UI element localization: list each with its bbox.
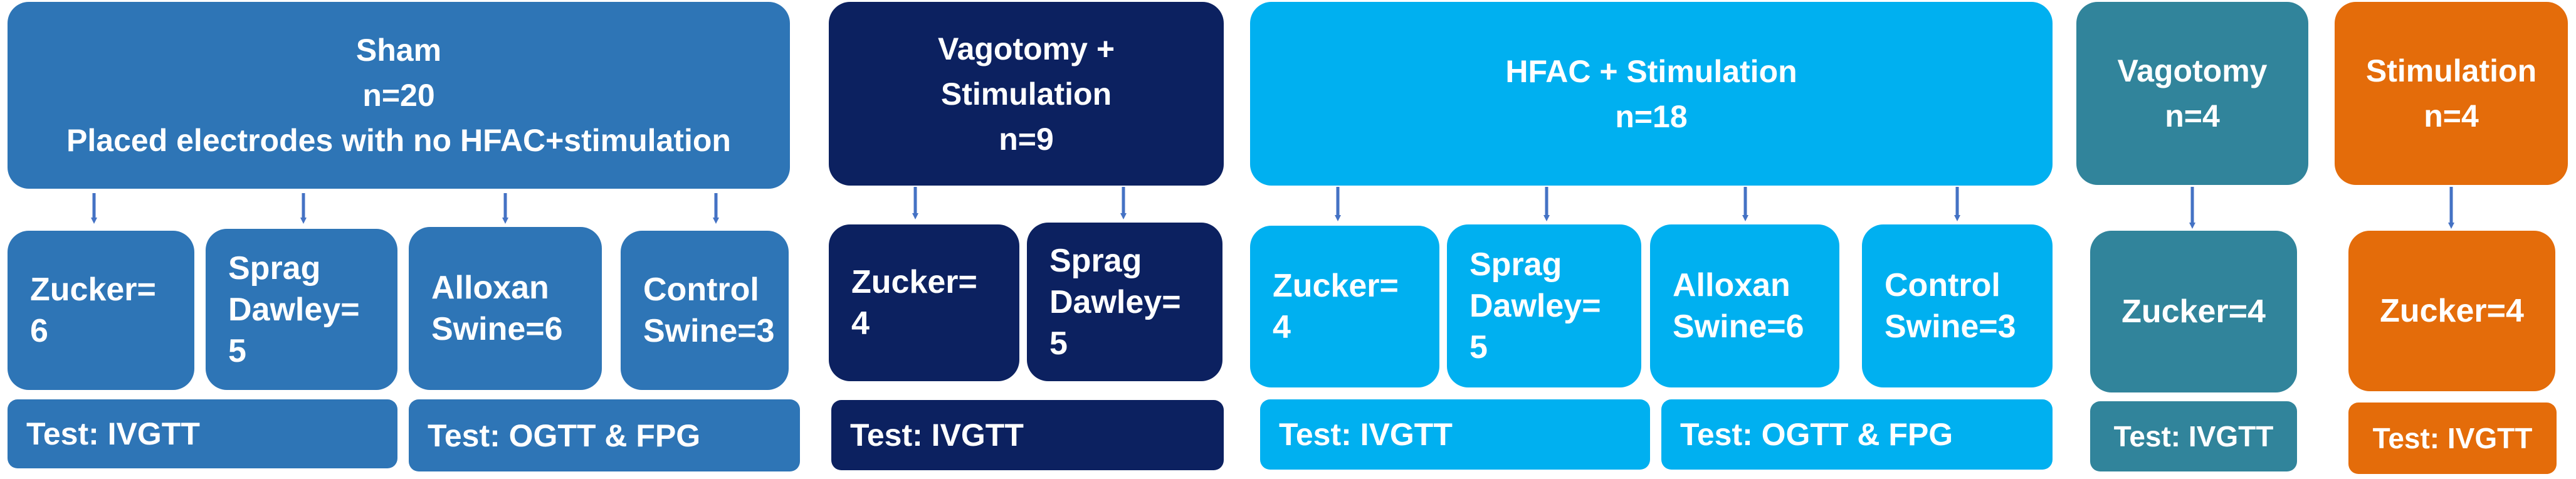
vagstim-zucker-box: Zucker= 4	[829, 224, 1019, 381]
stimulation-test-ivgtt: Test: IVGTT	[2348, 403, 2557, 474]
vagotomy-test-ivgtt: Test: IVGTT	[2090, 401, 2297, 471]
hfac-sprag-box: Sprag Dawley= 5	[1447, 224, 1641, 387]
hfac-alloxan-line1: Alloxan	[1673, 267, 1790, 303]
sham-description: Placed electrodes with no HFAC+stimulati…	[66, 123, 731, 158]
stimulation-title: Stimulation	[2365, 53, 2537, 88]
vagstim-test-ivgtt: Test: IVGTT	[831, 400, 1224, 470]
hfac-control-box: Control Swine=3	[1862, 224, 2053, 387]
hfac-alloxan-box: Alloxan Swine=6	[1650, 224, 1839, 387]
stimulation-zucker-box: Zucker=4	[2348, 231, 2555, 391]
vagstim-header-box: Vagotomy + Stimulation n=9	[829, 2, 1224, 186]
vagstim-zucker-line2: 4	[851, 305, 870, 342]
vagstim-sprag-line3: 5	[1049, 325, 1068, 362]
vagotomy-title: Vagotomy	[2117, 53, 2268, 88]
hfac-title: HFAC + Stimulation	[1505, 53, 1797, 89]
hfac-control-line1: Control	[1885, 267, 2000, 303]
sham-zucker-line2: 6	[30, 313, 48, 349]
sham-control-box: Control Swine=3	[621, 231, 789, 390]
hfac-alloxan-line2: Swine=6	[1673, 308, 1804, 345]
vagotomy-header-box: Vagotomy n=4	[2076, 2, 2308, 185]
hfac-sprag-line2: Dawley=	[1469, 288, 1601, 324]
vagotomy-count: n=4	[2165, 98, 2220, 134]
sham-sprag-line2: Dawley=	[228, 291, 360, 328]
sham-sprag-box: Sprag Dawley= 5	[206, 229, 397, 390]
sham-alloxan-line2: Swine=6	[431, 311, 563, 347]
vagstim-title-line1: Vagotomy +	[937, 31, 1115, 66]
sham-alloxan-line1: Alloxan	[431, 270, 549, 306]
stimulation-count: n=4	[2424, 98, 2479, 134]
vagstim-sprag-line1: Sprag	[1049, 242, 1142, 279]
hfac-sprag-line1: Sprag	[1469, 246, 1562, 283]
sham-test-ogtt-fpg: Test: OGTT & FPG	[409, 399, 800, 471]
sham-sprag-line1: Sprag	[228, 250, 321, 287]
sham-zucker-line1: Zucker=	[30, 271, 156, 308]
vagstim-sprag-line2: Dawley=	[1049, 283, 1181, 320]
sham-header-box: Sham n=20 Placed electrodes with no HFAC…	[8, 2, 790, 189]
sham-title: Sham	[355, 33, 442, 68]
vagstim-sprag-box: Sprag Dawley= 5	[1027, 223, 1222, 381]
vagstim-zucker-line1: Zucker=	[851, 264, 977, 300]
hfac-test-ogtt-fpg: Test: OGTT & FPG	[1661, 399, 2053, 470]
hfac-header-box: HFAC + Stimulation n=18	[1250, 2, 2053, 186]
hfac-zucker-line1: Zucker=	[1273, 268, 1399, 304]
sham-count: n=20	[362, 78, 435, 113]
hfac-sprag-line3: 5	[1469, 329, 1488, 366]
hfac-zucker-box: Zucker= 4	[1250, 226, 1439, 387]
sham-control-line2: Swine=3	[643, 313, 775, 349]
sham-alloxan-box: Alloxan Swine=6	[409, 227, 602, 390]
sham-test-ivgtt: Test: IVGTT	[8, 399, 397, 468]
vagotomy-zucker-label: Zucker=4	[2121, 293, 2266, 330]
sham-sprag-line3: 5	[228, 332, 246, 369]
vagotomy-zucker-box: Zucker=4	[2090, 231, 2297, 392]
sham-control-line1: Control	[643, 271, 759, 308]
sham-zucker-box: Zucker= 6	[8, 231, 194, 390]
hfac-test-ivgtt: Test: IVGTT	[1260, 399, 1650, 470]
hfac-count: n=18	[1615, 98, 1688, 134]
hfac-zucker-line2: 4	[1273, 309, 1291, 345]
stimulation-zucker-label: Zucker=4	[2380, 293, 2524, 329]
vagstim-title-line2: Stimulation	[940, 76, 1112, 112]
stimulation-header-box: Stimulation n=4	[2335, 2, 2568, 185]
vagstim-count: n=9	[999, 121, 1054, 157]
hfac-control-line2: Swine=3	[1885, 308, 2016, 345]
